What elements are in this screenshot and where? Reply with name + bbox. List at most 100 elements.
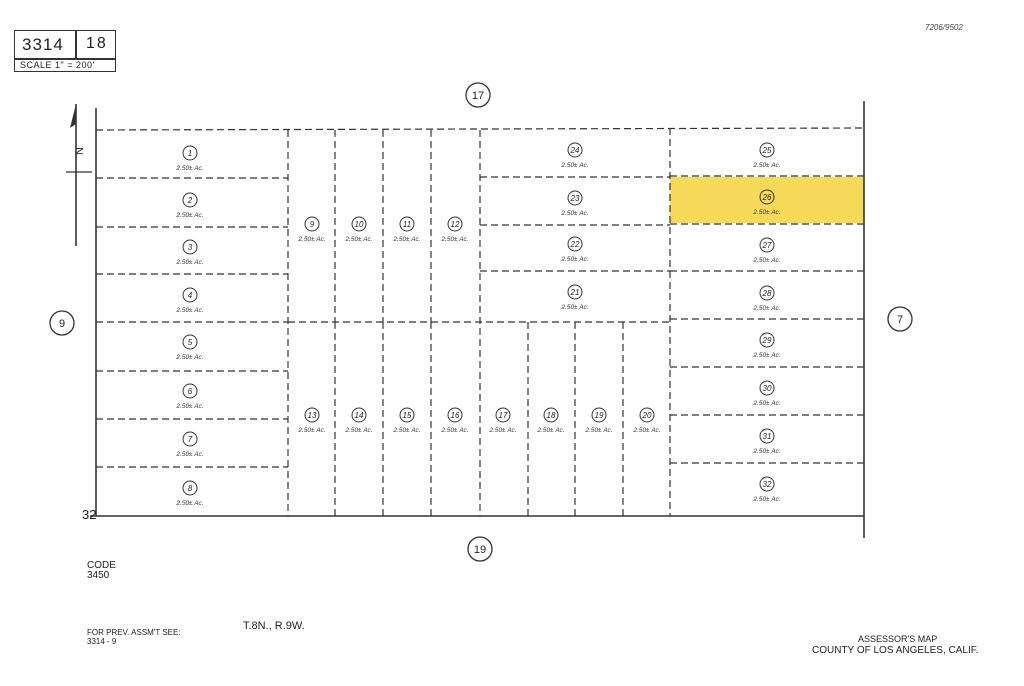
parcel-area: 2.50± Ac. (344, 236, 372, 243)
neighbor-circle (887, 306, 913, 332)
parcel-area: 2.50± Ac. (344, 427, 372, 434)
parcel-area: 2.50± Ac. (488, 427, 516, 434)
parcel-number: 8 (188, 484, 193, 493)
parcel-28: 282.50± Ac. (752, 285, 781, 312)
parcel-14: 142.50± Ac. (344, 407, 373, 434)
neighbor-south: 19 (467, 536, 493, 562)
parcel-26: 262.50± Ac. (752, 189, 781, 216)
assessor-map-label: ASSESSOR'S MAP (858, 634, 938, 644)
parcel-number: 1 (188, 149, 192, 158)
parcel-number: 19 (595, 411, 604, 420)
parcel-area: 2.50± Ac. (440, 236, 468, 243)
parcel-number-circle (567, 284, 583, 300)
neighbor-west: 9 (49, 310, 75, 336)
parcel-number: 24 (570, 146, 580, 155)
parcel-number-circle (543, 407, 559, 423)
parcel-number-circle (639, 407, 655, 423)
north-boundary (95, 127, 865, 131)
parcel-number: 18 (547, 411, 556, 420)
parcel-area: 2.50± Ac. (752, 496, 780, 503)
parcel-number: 4 (188, 291, 193, 300)
neighbor-number: 19 (474, 544, 486, 556)
parcel-number-circle (182, 145, 198, 161)
parcel-number: 32 (763, 480, 772, 489)
parcel-18: 18 2.50± Ac. (536, 407, 565, 434)
prev-assessment-value: 3314 - 9 (87, 637, 117, 646)
parcel-number-circle (182, 192, 198, 208)
parcel-area: 2.50± Ac. (392, 427, 420, 434)
parcel-area: 2.50± Ac. (752, 448, 780, 455)
parcel-23: 232.50± Ac. (560, 190, 589, 217)
parcel-area: 2.50± Ac. (175, 212, 203, 219)
parcel-labels: 12.50± Ac.22.50± Ac.32.50± Ac.42.50± Ac.… (175, 142, 781, 507)
neighbor-circle (465, 82, 491, 108)
header-divider (14, 58, 116, 60)
parcel-number: 12 (451, 220, 460, 229)
parcel-number-circle (759, 428, 775, 444)
parcel-number: 27 (762, 241, 772, 250)
neighbor-number: 9 (59, 318, 65, 330)
parcel-number-circle (495, 407, 511, 423)
parcel-24: 242.50± Ac. (560, 142, 589, 169)
parcel-number-circle (567, 190, 583, 206)
parcel-area: 2.50± Ac. (584, 427, 612, 434)
parcel-area: 2.50± Ac. (560, 256, 588, 263)
parcel-29: 292.50± Ac. (752, 332, 781, 359)
parcel-number-circle (304, 407, 320, 423)
header-divider (75, 30, 77, 58)
parcel-number-circle (447, 216, 463, 232)
parcel-area: 2.50± Ac. (175, 354, 203, 361)
section-label: 32 (82, 507, 97, 522)
parcel-area: 2.50± Ac. (297, 427, 325, 434)
parcel-number-circle (759, 237, 775, 253)
map-scale: SCALE 1" = 200' (20, 60, 95, 70)
highlight-parcel-26 (670, 177, 864, 223)
parcel-area: 2.50± Ac. (440, 427, 468, 434)
parcel-number: 7 (188, 435, 193, 444)
parcel-number-circle (399, 407, 415, 423)
neighbor-east: 7 (887, 306, 913, 332)
parcel-area: 2.50± Ac. (752, 257, 780, 264)
parcel-3: 32.50± Ac. (175, 239, 204, 266)
parcel-number: 3 (188, 243, 193, 252)
parcel-number-circle (182, 480, 198, 496)
parcel-number-circle (759, 380, 775, 396)
parcel-area: 2.50± Ac. (175, 307, 203, 314)
parcel-2: 22.50± Ac. (175, 192, 204, 219)
parcel-number-circle (182, 431, 198, 447)
parcel-4: 4 2.50± Ac. (175, 287, 204, 314)
parcel-20: 202.50± Ac. (632, 407, 661, 434)
north-label: N (74, 147, 86, 155)
neighbor-number: 7 (897, 314, 903, 326)
county-label: COUNTY OF LOS ANGELES, CALIF. (812, 645, 979, 656)
parcel-number: 16 (451, 411, 460, 420)
parcel-25: 252.50± Ac. (752, 142, 781, 169)
parcel-lines (90, 101, 865, 538)
parcel-number: 17 (499, 411, 508, 420)
parcel-16: 16 2.50± Ac. (440, 407, 469, 434)
parcel-number-circle (759, 332, 775, 348)
parcel-number: 10 (355, 220, 364, 229)
parcel-number-circle (567, 142, 583, 158)
parcel-area: 2.50± Ac. (175, 403, 203, 410)
parcel-number: 13 (308, 411, 317, 420)
map-page-number: 18 (86, 35, 108, 52)
parcel-10: 10 2.50± Ac. (344, 216, 373, 243)
code-label: CODE (87, 560, 116, 571)
parcel-number: 29 (762, 336, 772, 345)
parcel-22: 222.50± Ac. (560, 236, 589, 263)
parcel-area: 2.50± Ac. (175, 500, 203, 507)
parcel-number-circle (567, 236, 583, 252)
neighbor-number: 17 (472, 90, 484, 102)
parcel-number: 11 (403, 220, 411, 229)
parcel-number-circle (182, 239, 198, 255)
parcel-21: 212.50± Ac. (560, 284, 589, 311)
north-arrow-head (70, 104, 76, 128)
code-value: 3450 (87, 570, 110, 581)
parcel-area: 2.50± Ac. (536, 427, 564, 434)
parcel-number-circle (182, 334, 198, 350)
parcel-number: 21 (570, 288, 580, 297)
parcel-13: 13 2.50± Ac. (297, 407, 326, 434)
prev-assessment-label: FOR PREV. ASSM'T SEE: (87, 628, 181, 637)
